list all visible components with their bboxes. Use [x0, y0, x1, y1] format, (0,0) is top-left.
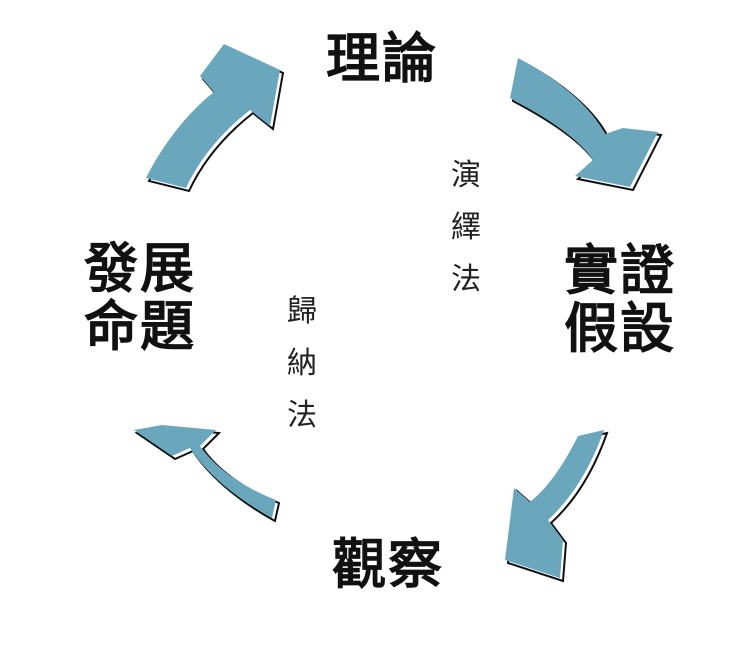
arrow-hypothesis-to-observation [505, 430, 609, 583]
node-proposition-line-2: 命題 [84, 295, 196, 358]
method-induction-char: 納 [287, 346, 317, 381]
arrow-body [510, 58, 658, 187]
method-induction: 歸 納 法 [282, 286, 322, 442]
node-proposition-line-1: 發展 [84, 237, 196, 300]
node-theory-label: 理論 [326, 27, 438, 90]
method-deduction-char: 演 [451, 158, 481, 193]
arrow-observation-to-proposition [134, 425, 281, 523]
node-hypothesis-line-2: 假設 [564, 297, 676, 360]
method-induction-char: 歸 [287, 294, 317, 329]
node-theory: 理論 [326, 30, 438, 88]
method-deduction-char: 繹 [451, 210, 481, 245]
method-deduction: 演 繹 法 [446, 150, 486, 306]
node-observation: 觀察 [332, 536, 444, 594]
method-deduction-char: 法 [451, 262, 481, 297]
node-hypothesis-line-1: 實證 [564, 239, 676, 302]
method-induction-char: 法 [287, 398, 317, 433]
node-observation-label: 觀察 [332, 533, 444, 596]
node-develop-proposition: 發展 命題 [84, 240, 196, 356]
arrow-body [146, 44, 280, 188]
node-empirical-hypothesis: 實證 假設 [564, 242, 676, 358]
arrow-body [134, 425, 276, 518]
arrow-theory-to-hypothesis [510, 58, 663, 192]
arrow-proposition-to-theory [146, 44, 285, 193]
arrow-body [505, 430, 604, 578]
